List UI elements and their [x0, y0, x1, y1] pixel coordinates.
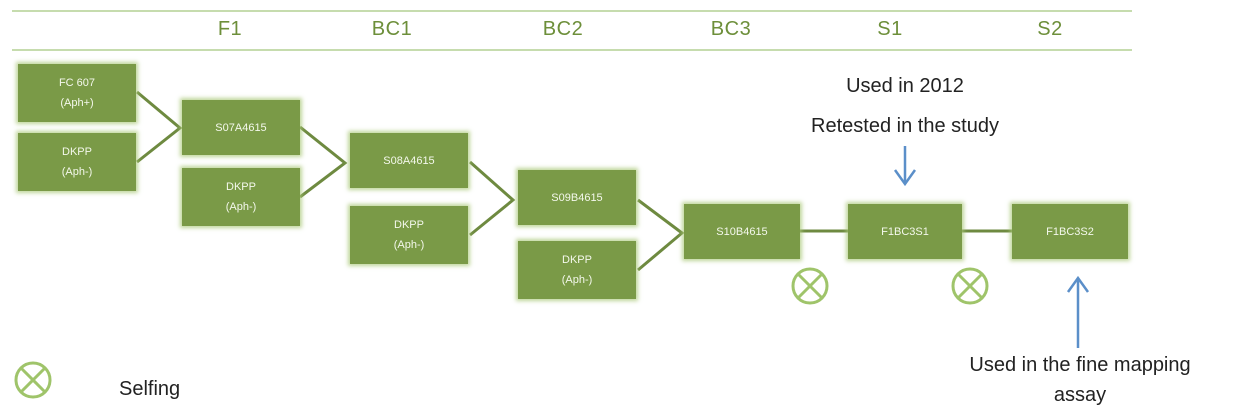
arrow-up-s2-icon — [1066, 275, 1090, 348]
generation-label-s1: S1 — [877, 18, 903, 40]
progeny-box-s08a4615: S08A4615 — [350, 133, 468, 188]
legend-selfing-icon — [14, 361, 52, 399]
s1-annotation-line2: Retested in the study — [811, 115, 999, 137]
dkpp-2-name: DKPP — [226, 181, 256, 193]
generation-label-bc2: BC2 — [542, 18, 584, 40]
dkpp-4-phenotype: (Aph-) — [561, 274, 593, 286]
fc607-name: FC 607 — [58, 77, 96, 89]
generation-label-f1: F1 — [217, 18, 243, 40]
parent-box-fc607: FC 607 (Aph+) — [18, 64, 136, 122]
dkpp-1-name: DKPP — [62, 146, 92, 158]
s08a4615-label: S08A4615 — [383, 154, 435, 167]
dkpp-3-name: DKPP — [394, 219, 424, 231]
progeny-box-s09b4615: S09B4615 — [518, 170, 636, 225]
dkpp-3-phenotype: (Aph-) — [393, 239, 425, 251]
cross-connector-bc3 — [637, 198, 685, 272]
parent-box-dkpp-3: DKPP (Aph-) — [350, 206, 468, 264]
s2-annotation-line2: assay — [1053, 384, 1107, 406]
header-bottom-rule — [12, 49, 1132, 51]
arrow-down-s1-icon — [893, 146, 917, 187]
progeny-box-s10b4615: S10B4615 — [684, 204, 800, 259]
cross-connector-bc2 — [469, 160, 516, 237]
fc607-phenotype: (Aph+) — [60, 97, 94, 109]
selfing-symbol-s1 — [791, 267, 829, 305]
dkpp-2-phenotype: (Aph-) — [225, 201, 257, 213]
cross-connector-bc1 — [299, 125, 348, 199]
parent-box-dkpp-1: DKPP (Aph-) — [18, 133, 136, 191]
s07a4615-label: S07A4615 — [215, 121, 267, 134]
parent-box-dkpp-4: DKPP (Aph-) — [518, 241, 636, 299]
parent-box-dkpp-2: DKPP (Aph-) — [182, 168, 300, 226]
f1bc3s2-label: F1BC3S2 — [1046, 225, 1094, 238]
progeny-box-s07a4615: S07A4615 — [182, 100, 300, 155]
dkpp-4-name: DKPP — [562, 254, 592, 266]
selfing-symbol-s2 — [951, 267, 989, 305]
generation-label-s2: S2 — [1037, 18, 1063, 40]
dkpp-1-phenotype: (Aph-) — [61, 166, 93, 178]
f1bc3s1-label: F1BC3S1 — [881, 225, 929, 238]
legend-selfing-label: Selfing — [119, 378, 181, 400]
s10b4615-label: S10B4615 — [716, 225, 768, 238]
s2-annotation-line1: Used in the fine mapping — [969, 354, 1191, 376]
generation-label-bc3: BC3 — [710, 18, 752, 40]
s1-annotation-line1: Used in 2012 — [846, 75, 964, 97]
s09b4615-label: S09B4615 — [551, 191, 603, 204]
progeny-box-f1bc3s1: F1BC3S1 — [848, 204, 962, 259]
header-top-rule — [12, 10, 1132, 12]
cross-connector-f1 — [136, 90, 183, 164]
generation-label-bc1: BC1 — [371, 18, 413, 40]
progeny-box-f1bc3s2: F1BC3S2 — [1012, 204, 1128, 259]
